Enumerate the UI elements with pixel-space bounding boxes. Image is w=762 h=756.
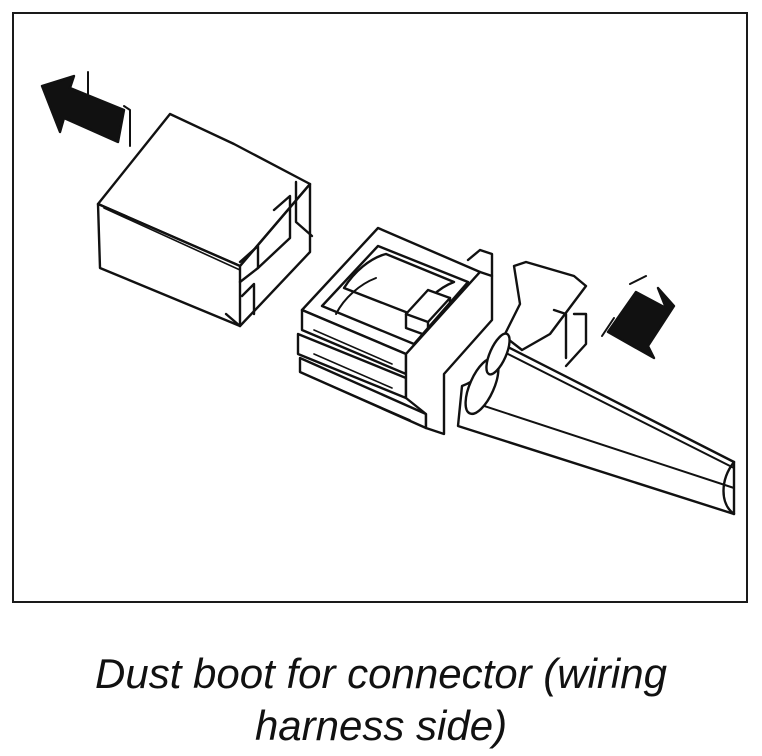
connector-body [296,226,588,436]
diagram-frame [12,12,748,603]
caption-line-2: harness side) [254,702,508,749]
wiring-harness [456,332,736,516]
dust-boot [96,112,314,328]
insertion-direction-arrow-icon [601,275,676,360]
figure-caption: Dust boot for connector (wiring harness … [0,648,762,752]
connector-illustration [40,71,736,516]
caption-line-1: Dust boot for connector (wiring [95,650,667,697]
removal-direction-arrow-icon [40,71,131,147]
